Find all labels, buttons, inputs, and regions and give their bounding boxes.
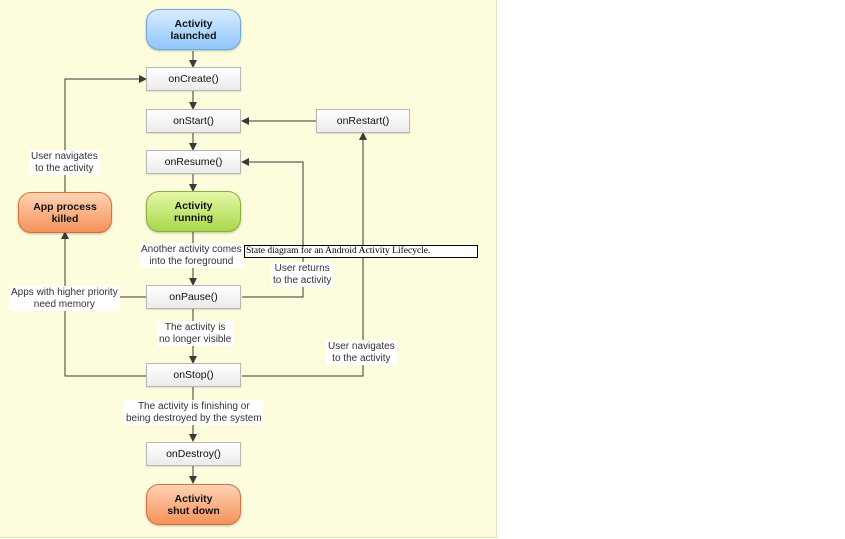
onpause-label: onPause()	[169, 291, 218, 303]
onpause-node: onPause()	[146, 285, 241, 309]
app-process-killed-label: App process killed	[33, 200, 97, 225]
activity-shut-down-label: Activity shut down	[167, 492, 220, 517]
activity-running-label: Activity running	[173, 199, 214, 224]
arrow-onpause-to-onresume	[241, 158, 304, 298]
oncreate-node: onCreate()	[146, 67, 241, 91]
ondestroy-label: onDestroy()	[166, 448, 221, 460]
activity-shut-down-node: Activity shut down	[146, 484, 241, 525]
onstop-node: onStop()	[146, 363, 241, 387]
activity-launched-label: Activity launched	[170, 17, 217, 42]
arrow-onstop-to-process-killed	[61, 231, 146, 377]
label-user-returns: User returns to the activity	[271, 262, 334, 287]
oncreate-label: onCreate()	[168, 73, 219, 85]
onresume-node: onResume()	[146, 150, 241, 174]
diagram-tooltip: State diagram for an Android Activity Li…	[244, 245, 478, 258]
onresume-label: onResume()	[164, 156, 223, 168]
app-process-killed-node: App process killed	[18, 192, 112, 233]
onstart-node: onStart()	[146, 109, 241, 133]
label-another-activity: Another activity comes into the foregrou…	[139, 243, 244, 268]
label-no-longer-visible: The activity is no longer visible	[157, 321, 234, 346]
lifecycle-diagram: Activity launched onCreate() onStart() o…	[0, 0, 497, 538]
label-user-navigates-left: User navigates to the activity	[29, 150, 100, 175]
onrestart-label: onRestart()	[336, 115, 390, 127]
activity-running-node: Activity running	[146, 191, 241, 232]
ondestroy-node: onDestroy()	[146, 442, 241, 466]
connector-lines	[61, 51, 367, 484]
arrow-process-killed-to-oncreate	[64, 75, 147, 192]
onrestart-node: onRestart()	[316, 109, 410, 133]
label-activity-finishing: The activity is finishing or being destr…	[124, 400, 264, 425]
arrow-onstop-to-onrestart	[242, 132, 367, 377]
onstart-label: onStart()	[173, 115, 214, 127]
label-higher-priority-memory: Apps with higher priority need memory	[9, 286, 120, 311]
activity-launched-node: Activity launched	[146, 9, 241, 50]
onstop-label: onStop()	[173, 369, 214, 381]
label-user-navigates-right: User navigates to the activity	[326, 340, 397, 365]
